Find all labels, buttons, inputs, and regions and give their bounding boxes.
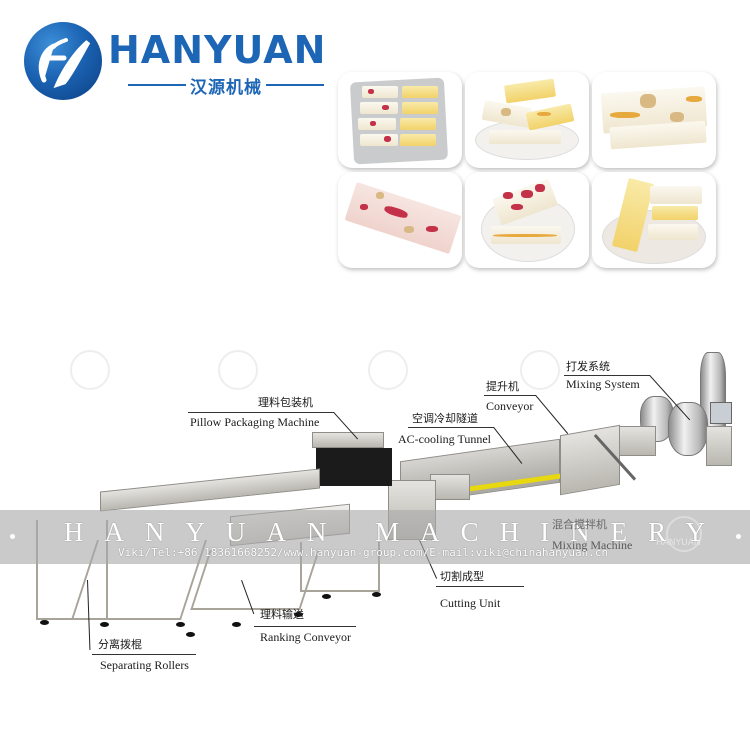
- watermark-band: HANYUAN MACHINERY Viki/Tel:+86 183616682…: [0, 510, 750, 564]
- label-pillow-packaging-machine-cn: 理料包装机: [258, 396, 313, 409]
- conveyor-body: [560, 424, 620, 496]
- divider: [266, 84, 324, 86]
- label-mixing-machine-en: Mixing Machine: [552, 538, 633, 552]
- label-ranking-conveyor-cn: 理料输送: [260, 608, 304, 621]
- product-photo-nougat-slab-nut-mango: [592, 72, 716, 168]
- machine-base: [706, 426, 732, 466]
- divider: [128, 84, 186, 86]
- mixing-tank: [668, 402, 708, 456]
- product-photo-nougat-plate-nut-mango: [465, 72, 589, 168]
- label-mixing-system-cn: 打发系统: [566, 360, 610, 373]
- packaging-machine-body: [316, 448, 392, 486]
- packaging-conveyor: [100, 468, 320, 512]
- label-mixing-machine-cn: 混合搅拌机: [552, 518, 607, 531]
- watermark-mini-logo-text: HANYUAN: [656, 538, 701, 548]
- brand-name: HANYUAN: [108, 28, 327, 72]
- bullet-dot-icon: [10, 534, 15, 539]
- brand-logo: HANYUAN 汉源机械: [22, 22, 325, 102]
- label-cutting-unit-cn: 切割成型: [440, 570, 484, 583]
- label-separating-rollers-en: Separating Rollers: [100, 658, 189, 672]
- watermark-logo-icon: [666, 516, 702, 552]
- brand-tagline-row: 汉源机械: [128, 74, 324, 98]
- watermark-title: HANYUAN MACHINERY: [63, 517, 727, 547]
- label-conveyor-cn: 提升机: [486, 380, 519, 393]
- label-ranking-conveyor-en: Ranking Conveyor: [260, 630, 351, 644]
- watermark-logo-icon: [520, 350, 560, 390]
- watermark-logo-icon: [218, 350, 258, 390]
- cooling-control-box: [430, 474, 470, 500]
- product-photo-nougat-bowl-mango: [592, 172, 716, 268]
- brand-name-cn: 汉源机械: [190, 77, 262, 98]
- product-photo-grid: [338, 72, 716, 270]
- label-ac-cooling-tunnel-cn: 空调冷却隧道: [412, 412, 478, 425]
- label-conveyor-en: Conveyor: [486, 399, 534, 413]
- product-photo-nougat-tray-cranberry-mango: [338, 72, 462, 168]
- label-pillow-packaging-machine-en: Pillow Packaging Machine: [190, 415, 320, 429]
- packaging-hopper: [312, 432, 384, 448]
- product-photo-nougat-plate-cranberry: [465, 172, 589, 268]
- watermark-contact: Viki/Tel:+86 18361668252/www.hanyuan-gro…: [118, 546, 609, 559]
- product-photo-nougat-slab-cranberry: [338, 172, 462, 268]
- bullet-dot-icon: [736, 534, 741, 539]
- label-separating-rollers-cn: 分离拨棍: [98, 638, 142, 651]
- watermark-logo-icon: [70, 350, 110, 390]
- label-cutting-unit-en: Cutting Unit: [440, 596, 501, 610]
- hy-monogram-circle-icon: [24, 22, 102, 100]
- control-panel: [710, 402, 732, 424]
- label-mixing-system-en: Mixing System: [566, 377, 640, 391]
- watermark-logo-icon: [368, 350, 408, 390]
- label-ac-cooling-tunnel-en: AC-cooling Tunnel: [398, 432, 492, 446]
